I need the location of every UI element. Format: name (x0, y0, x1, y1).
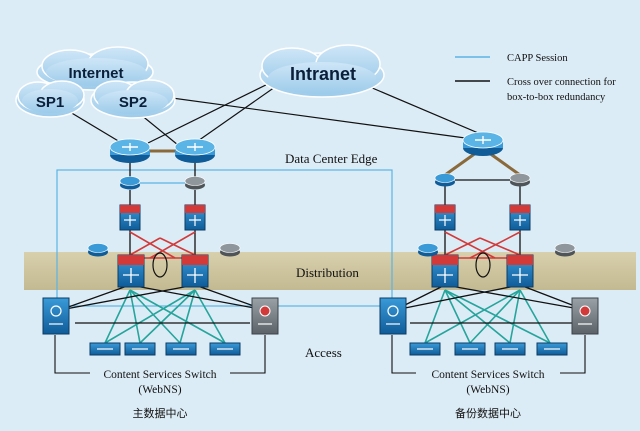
legend-crossover-text-1: Cross over connection for (507, 77, 616, 88)
primary-switch-label-1: Content Services Switch (103, 369, 216, 381)
distribution-switch-icon (181, 254, 209, 288)
cloud-internet (36, 46, 154, 91)
access-switch-icon (124, 342, 156, 356)
content-services-switch-icon (571, 297, 599, 335)
firewall-switch-icon (434, 204, 456, 231)
distribution-switch-icon (506, 254, 534, 288)
small-router-icon (554, 243, 576, 257)
backup-caption: 备份数据中心 (455, 406, 521, 420)
content-services-switch-icon (379, 297, 407, 335)
layer-label-access: Access (305, 345, 342, 360)
access-switch-icon (209, 342, 241, 356)
legend-capp-text: CAPP Session (507, 53, 568, 64)
cloud-intranet (259, 44, 385, 98)
cloud-sp2-label: SP2 (119, 94, 147, 111)
access-switch-icon (454, 342, 486, 356)
content-services-switch-icon (251, 297, 279, 335)
cloud-internet-label: Internet (68, 65, 123, 82)
access-switch-icon (89, 342, 121, 356)
cloud-intranet-label: Intranet (290, 64, 356, 84)
small-router-icon (219, 243, 241, 257)
small-router-icon (417, 243, 439, 257)
primary-caption: 主数据中心 (133, 406, 188, 420)
legend: CAPP Session Cross over connection for b… (455, 53, 616, 103)
access-switch-icon (536, 342, 568, 356)
distribution-switch-icon (117, 254, 145, 288)
access-switch-icon (409, 342, 441, 356)
firewall-switch-icon (119, 204, 141, 231)
access-switch-icon (165, 342, 197, 356)
legend-crossover-text-2: box-to-box redundancy (507, 92, 606, 103)
router-icon (174, 138, 216, 163)
small-router-icon (434, 173, 456, 187)
layer-label-edge: Data Center Edge (285, 151, 378, 166)
cloud-sp2 (90, 79, 176, 119)
router-icon (462, 131, 504, 156)
small-router-icon (119, 176, 141, 190)
primary-switch-label-2: (WebNS) (138, 384, 181, 396)
layer-label-distribution: Distribution (296, 265, 359, 280)
content-services-switch-icon (42, 297, 70, 335)
backup-switch-label-2: (WebNS) (466, 384, 509, 396)
distribution-switch-icon (431, 254, 459, 288)
firewall-switch-icon (184, 204, 206, 231)
cloud-sp1-label: SP1 (36, 94, 64, 111)
router-icon (109, 138, 151, 163)
access-switch-icon (494, 342, 526, 356)
backup-switch-label-1: Content Services Switch (431, 369, 544, 381)
small-router-icon (87, 243, 109, 257)
firewall-switch-icon (509, 204, 531, 231)
capp-frame (56, 169, 393, 307)
small-router-icon (509, 173, 531, 187)
small-router-icon (184, 176, 206, 190)
cloud-sp1 (15, 80, 85, 118)
